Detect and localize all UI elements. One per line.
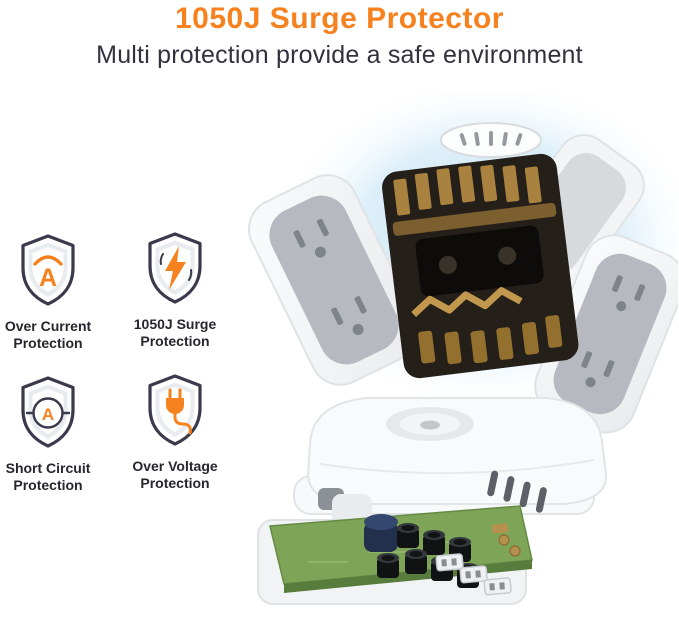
header: 1050J Surge Protector Multi protection p… xyxy=(0,0,679,70)
white-connectors xyxy=(435,553,512,596)
left-outlet-petal xyxy=(248,174,420,386)
feature-label: Over Current Protection xyxy=(4,318,92,351)
surge-protection-icon xyxy=(148,232,202,304)
feature-surge: 1050J Surge Protection xyxy=(122,231,228,350)
feature-label: Short Circuit Protection xyxy=(5,460,91,493)
feature-label: 1050J Surge Protection xyxy=(133,316,217,349)
over-current-letter: A xyxy=(39,264,57,292)
over-voltage-icon xyxy=(148,374,202,446)
side-vents xyxy=(487,470,547,513)
internal-contacts xyxy=(382,153,579,379)
surge-protector-exploded-image xyxy=(248,74,679,605)
short-circuit-letter: A xyxy=(42,405,54,424)
product-illustration xyxy=(248,74,679,624)
dome-body xyxy=(306,397,608,505)
short-circuit-icon: A xyxy=(21,376,75,448)
blue-capacitor xyxy=(364,514,398,552)
feature-over-voltage: Over Voltage Protection xyxy=(120,373,230,492)
over-current-icon: A xyxy=(21,234,75,306)
feature-over-current: A Over Current Protection xyxy=(0,233,96,352)
top-vent-cap xyxy=(440,122,542,158)
feature-label: Over Voltage Protection xyxy=(132,458,218,491)
circuit-board xyxy=(257,505,533,605)
page-title: 1050J Surge Protector xyxy=(175,2,504,35)
feature-short-circuit: A Short Circuit Protection xyxy=(0,375,96,494)
page-subtitle: Multi protection provide a safe environm… xyxy=(96,41,583,69)
brass-terminals xyxy=(491,523,521,557)
